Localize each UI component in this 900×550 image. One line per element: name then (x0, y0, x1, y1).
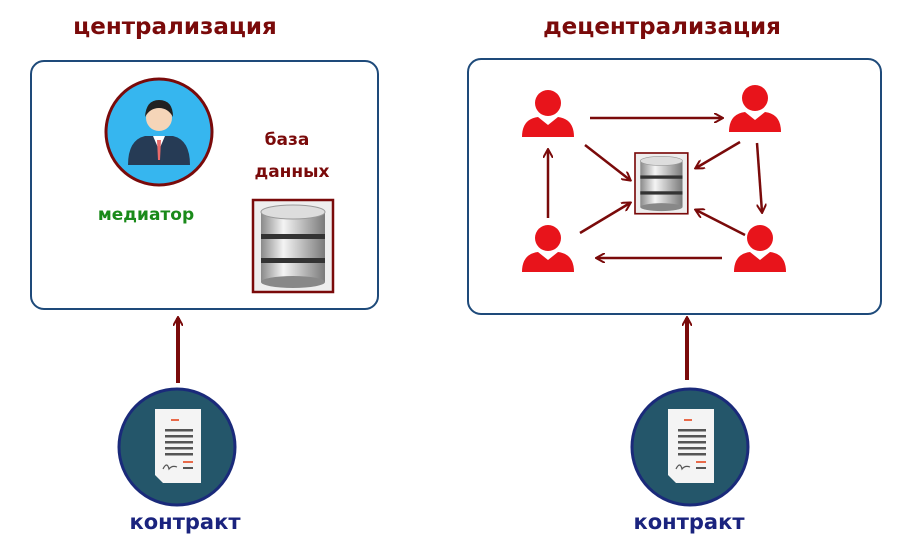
peer-arrows (548, 118, 762, 258)
centralization-title: централизация (73, 14, 277, 40)
mediator-label: медиатор (97, 205, 195, 225)
left-contract-label: контракт (129, 510, 241, 534)
right-contract-icon (630, 387, 750, 507)
left-contract-icon (117, 387, 237, 507)
decentralization-title: децентрализация (543, 14, 781, 40)
person-icon-top-left (522, 90, 574, 137)
mediator-avatar-icon (104, 77, 214, 187)
person-icon-bottom-left (522, 225, 574, 272)
person-icon-top-right (729, 85, 781, 132)
right-contract-label: контракт (633, 510, 745, 534)
database-label-line1: база (264, 130, 310, 150)
database-label-line2: данных (254, 162, 330, 182)
shared-database-icon (634, 152, 689, 215)
central-database-icon (251, 198, 335, 294)
